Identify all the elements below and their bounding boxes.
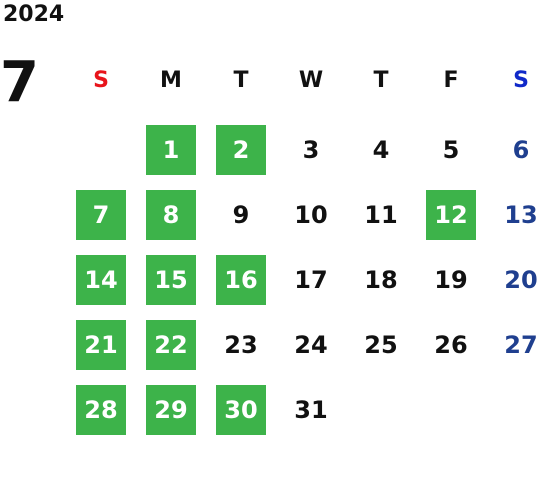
weekday-header-fri: F [443, 68, 459, 93]
day-cell-31[interactable]: 31 [294, 396, 328, 424]
day-cell-16[interactable]: 16 [216, 255, 266, 305]
day-cell-13[interactable]: 13 [504, 201, 538, 229]
day-cell-2[interactable]: 2 [216, 125, 266, 175]
weekday-header-wed: W [298, 68, 324, 93]
day-cell-27[interactable]: 27 [504, 331, 538, 359]
day-cell-12[interactable]: 12 [426, 190, 476, 240]
day-cell-10[interactable]: 10 [294, 201, 328, 229]
day-cell-20[interactable]: 20 [504, 266, 538, 294]
day-cell-30[interactable]: 30 [216, 385, 266, 435]
day-cell-23[interactable]: 23 [224, 331, 258, 359]
day-cell-14[interactable]: 14 [76, 255, 126, 305]
day-cell-15[interactable]: 15 [146, 255, 196, 305]
weekday-header-sun: S [93, 68, 109, 93]
weekday-header-thu: T [373, 68, 389, 93]
day-cell-18[interactable]: 18 [364, 266, 398, 294]
day-cell-21[interactable]: 21 [76, 320, 126, 370]
day-cell-4[interactable]: 4 [372, 136, 390, 164]
day-cell-6[interactable]: 6 [512, 136, 530, 164]
month-number: 7 [0, 50, 39, 115]
day-cell-8[interactable]: 8 [146, 190, 196, 240]
weekday-header-mon: M [160, 68, 182, 93]
day-cell-3[interactable]: 3 [302, 136, 320, 164]
day-cell-19[interactable]: 19 [434, 266, 468, 294]
day-cell-28[interactable]: 28 [76, 385, 126, 435]
weekday-header-sat: S [513, 68, 529, 93]
day-cell-29[interactable]: 29 [146, 385, 196, 435]
day-cell-24[interactable]: 24 [294, 331, 328, 359]
day-cell-1[interactable]: 1 [146, 125, 196, 175]
day-cell-26[interactable]: 26 [434, 331, 468, 359]
day-cell-5[interactable]: 5 [442, 136, 460, 164]
day-cell-17[interactable]: 17 [294, 266, 328, 294]
day-cell-22[interactable]: 22 [146, 320, 196, 370]
day-cell-11[interactable]: 11 [364, 201, 398, 229]
day-cell-7[interactable]: 7 [76, 190, 126, 240]
year-label: 2024 [3, 2, 65, 27]
day-cell-9[interactable]: 9 [232, 201, 250, 229]
weekday-header-tue: T [233, 68, 249, 93]
day-cell-25[interactable]: 25 [364, 331, 398, 359]
